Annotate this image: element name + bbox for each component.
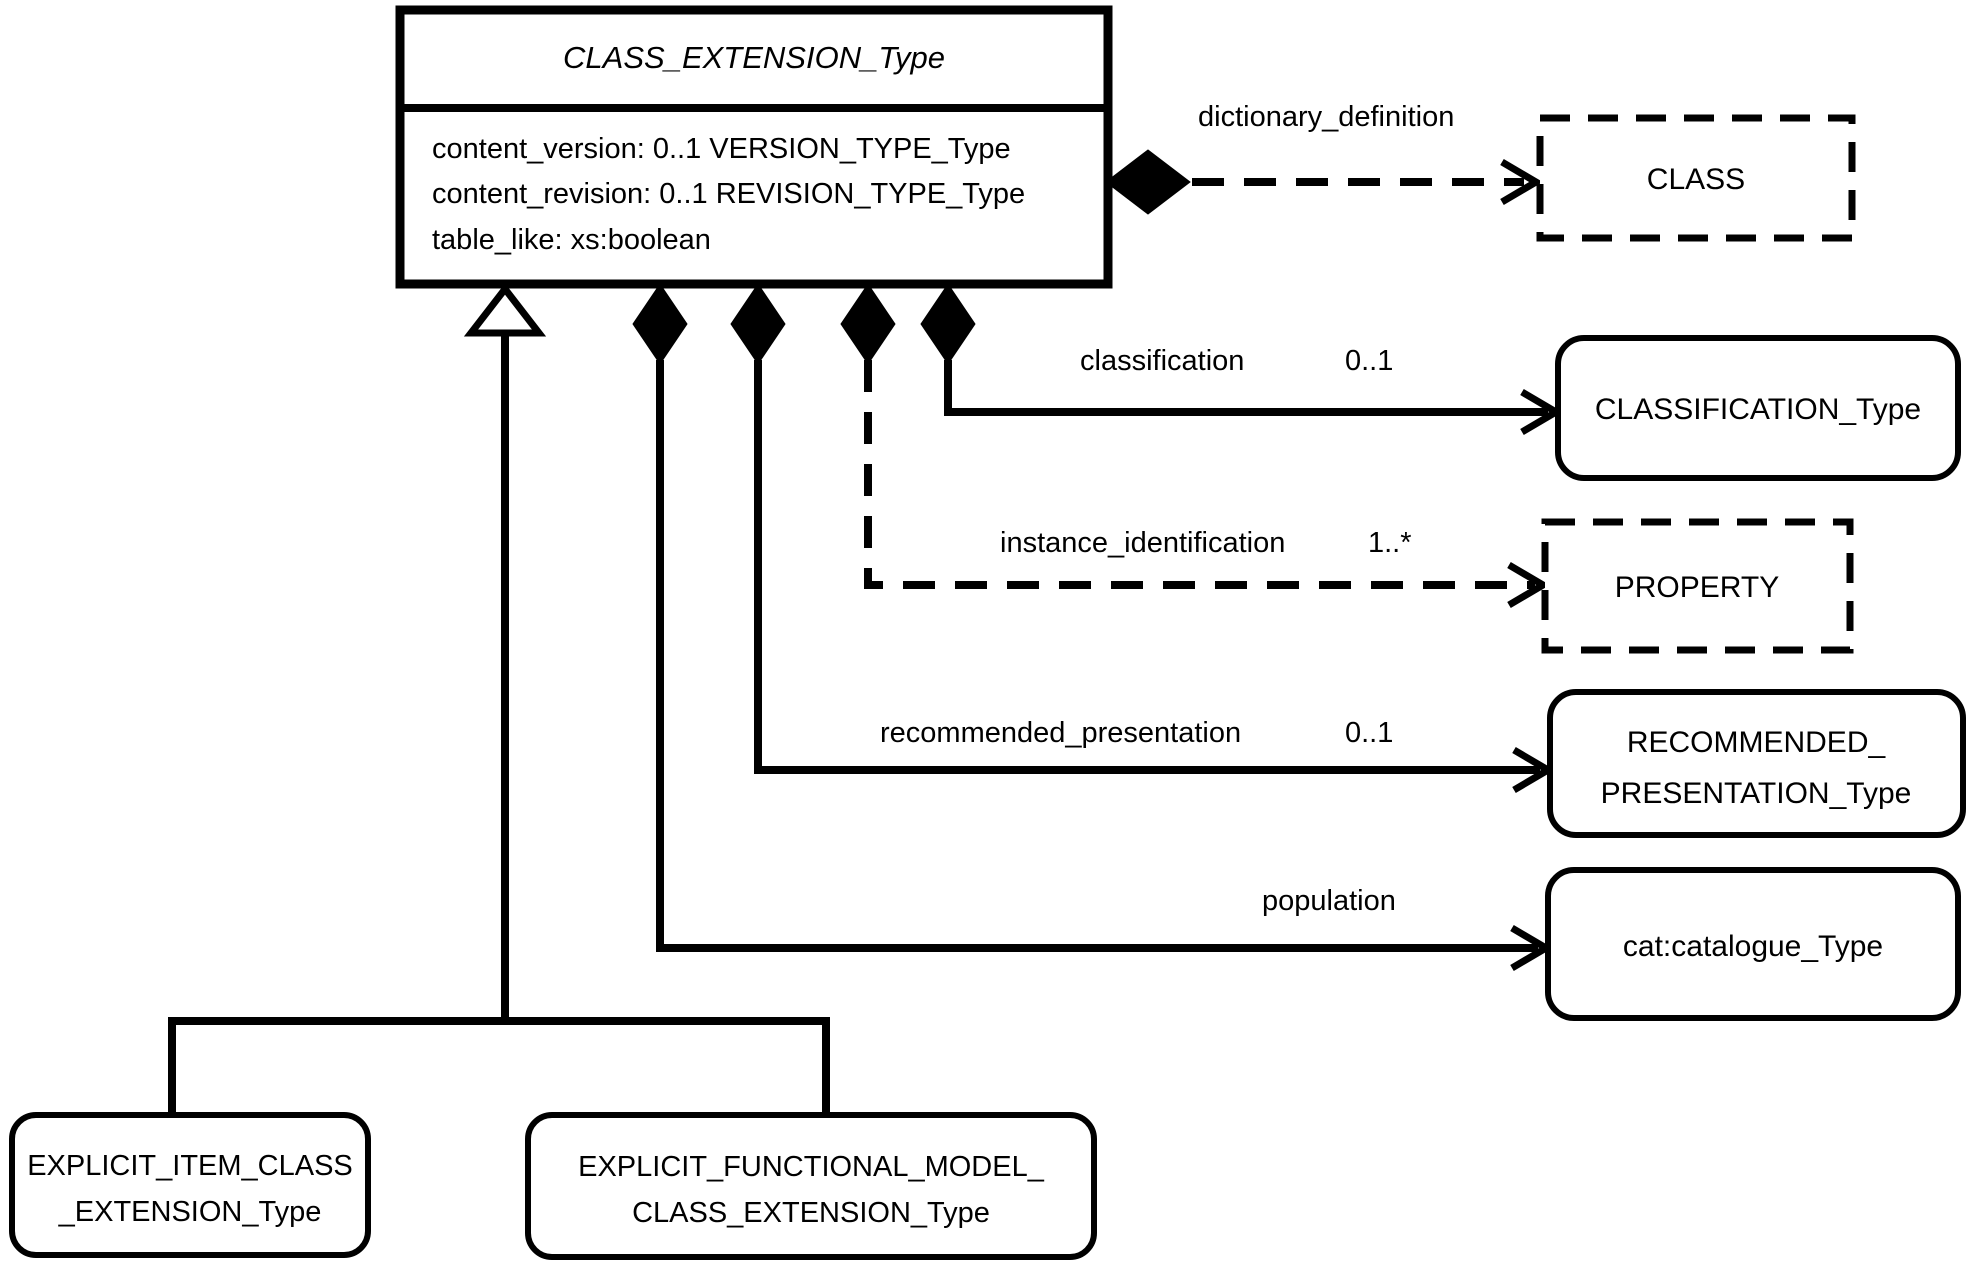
cat-catalogue-type-box xyxy=(1545,867,1961,1021)
main-class-title: CLASS_EXTENSION_Type xyxy=(563,40,945,75)
cardinality-classification: 0..1 xyxy=(1345,345,1393,377)
arrowhead-dictionary-definition-icon xyxy=(1500,158,1543,206)
subclass-explicit-item-label-line1: EXPLICIT_ITEM_CLASS xyxy=(27,1150,353,1182)
connector-instance-identification-line xyxy=(864,360,1535,589)
cat-catalogue-type-box-label: cat:catalogue_Type xyxy=(1623,930,1883,963)
recommended-presentation-type-box xyxy=(1547,689,1966,838)
label-dictionary-definition: dictionary_definition xyxy=(1198,101,1454,133)
cardinality-recommended-presentation: 0..1 xyxy=(1345,717,1393,749)
composition-diamond-recommended-presentation-icon xyxy=(730,283,786,365)
classification-type-box xyxy=(1555,335,1961,481)
subclass-explicit-item-label-line2: _EXTENSION_Type xyxy=(58,1196,322,1228)
subclass-explicit-item-box xyxy=(9,1112,371,1258)
inheritance-triangle-icon xyxy=(463,283,547,337)
main-class-attribute-0: content_version: 0..1 VERSION_TYPE_Type xyxy=(432,133,1011,165)
label-population: population xyxy=(1262,885,1396,917)
composition-diamond-dictionary-definition-icon xyxy=(1105,149,1191,215)
main-class-attribute-2: table_like: xs:boolean xyxy=(432,224,711,256)
connector-classification-line xyxy=(944,360,1548,416)
subclass-explicit-functional-model-box xyxy=(525,1112,1097,1260)
cardinality-instance-identification: 1..* xyxy=(1368,527,1412,559)
label-instance-identification: instance_identification xyxy=(1000,527,1285,559)
subclass-explicit-functional-model-label-line2: CLASS_EXTENSION_Type xyxy=(632,1197,990,1229)
connector-recommended-presentation-line xyxy=(754,360,1540,774)
classification-type-box-label: CLASSIFICATION_Type xyxy=(1595,393,1921,426)
composition-diamond-instance-identification-icon xyxy=(840,283,896,365)
property-box xyxy=(1541,518,1854,654)
main-class-attribute-1: content_revision: 0..1 REVISION_TYPE_Typ… xyxy=(432,178,1025,210)
property-box-label: PROPERTY xyxy=(1615,571,1780,604)
label-recommended-presentation: recommended_presentation xyxy=(880,717,1241,749)
recommended-presentation-type-box-label-line2: PRESENTATION_Type xyxy=(1601,777,1912,810)
main-class-box xyxy=(395,5,1113,289)
arrowhead-instance-identification-icon xyxy=(1507,561,1550,609)
composition-diamond-population-icon xyxy=(632,283,688,365)
class-box xyxy=(1536,114,1856,242)
subclass-explicit-functional-model-label-line1: EXPLICIT_FUNCTIONAL_MODEL_ xyxy=(578,1151,1045,1183)
composition-diamond-classification-icon xyxy=(920,283,976,365)
class-box-label: CLASS xyxy=(1647,163,1745,196)
recommended-presentation-type-box-label-line1: RECOMMENDED_ xyxy=(1627,726,1887,759)
label-classification: classification xyxy=(1080,345,1244,377)
connector-population-line xyxy=(656,360,1538,952)
